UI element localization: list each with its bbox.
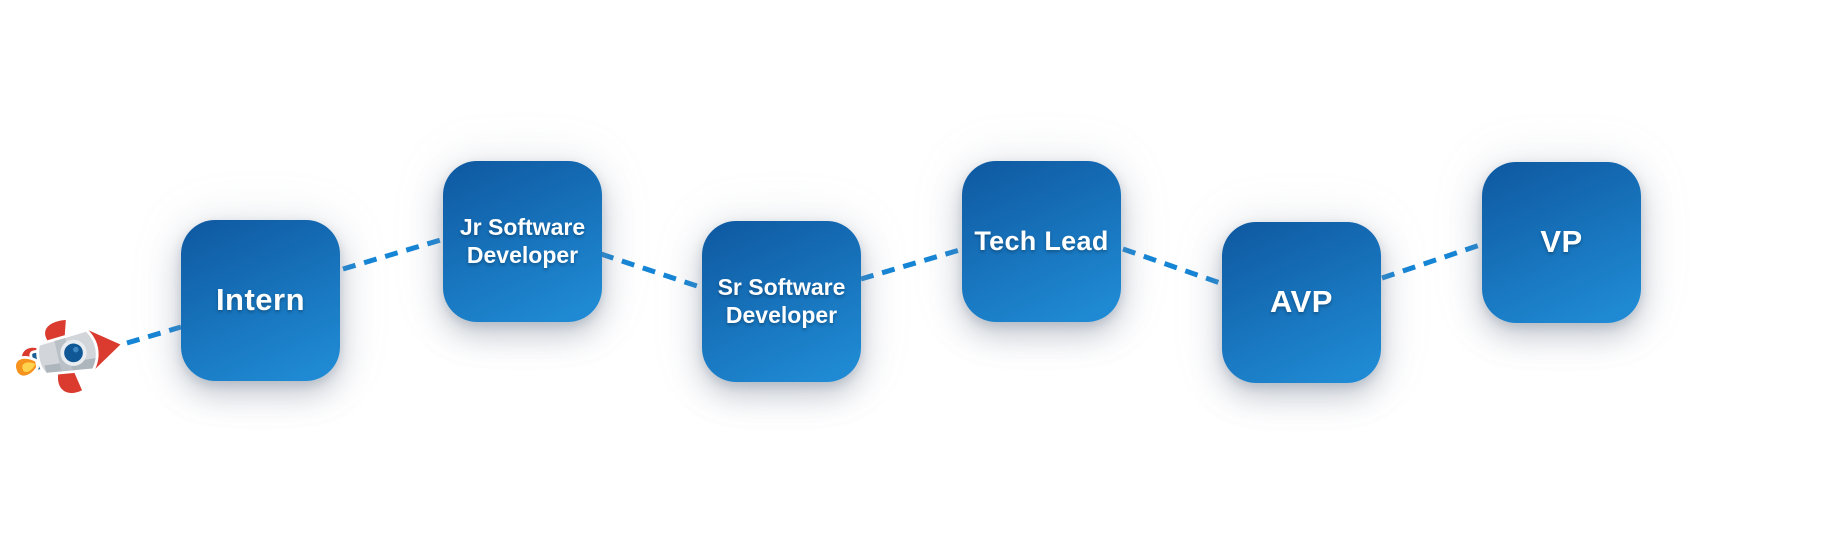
connector-dashed-line <box>1381 241 1484 281</box>
rocket-icon <box>10 312 134 398</box>
node-label: Intern <box>215 282 306 318</box>
connector-dashed-line <box>860 246 964 282</box>
rocket-icon-graphic <box>13 317 124 396</box>
node-label: Jr Software Developer <box>459 214 586 268</box>
node-tech-lead: Tech Lead <box>962 161 1121 322</box>
node-avp: AVP <box>1222 222 1381 383</box>
node-vp: VP <box>1482 162 1641 323</box>
node-label: VP <box>1540 224 1583 260</box>
node-label: Tech Lead <box>974 225 1109 256</box>
connector-dashed-line <box>600 251 704 291</box>
node-label: AVP <box>1270 284 1333 320</box>
connector-dashed-line <box>126 324 182 346</box>
node-label: Sr Software Developer <box>717 274 846 328</box>
connector-dashed-line <box>342 236 445 272</box>
node-intern: Intern <box>181 220 340 381</box>
node-jr-software-developer: Jr Software Developer <box>443 161 602 322</box>
node-sr-software-developer: Sr Software Developer <box>702 221 861 382</box>
connector-dashed-line <box>1122 246 1224 287</box>
